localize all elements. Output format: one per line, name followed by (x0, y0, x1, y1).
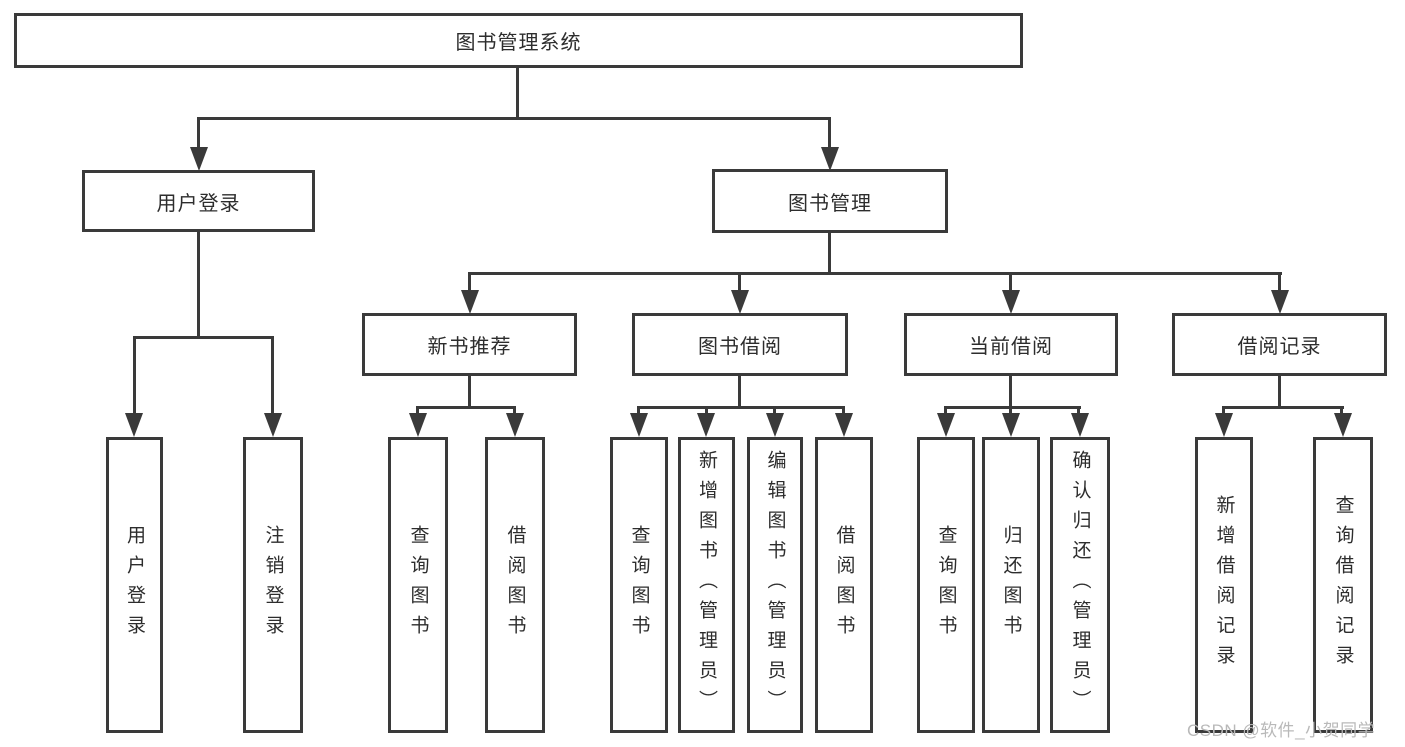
leaf-query-borrow-record: 查询借阅记录 (1313, 437, 1373, 733)
records-child2-arrowhead (1334, 413, 1352, 437)
leaf-edit-book-admin: 编辑图书（管理员） (747, 437, 803, 733)
current-child3-arrowhead (1071, 413, 1089, 437)
leaf-borrow-books-recommend: 借阅图书 (485, 437, 545, 733)
borrow-child2-line (705, 406, 708, 416)
management-child4-line (1278, 272, 1281, 292)
leaf-user-login: 用户登录 (106, 437, 163, 733)
management-child1-line (468, 272, 471, 292)
leaf-query-books-borrow: 查询图书 (610, 437, 668, 733)
root-drop-login-line (197, 117, 200, 150)
management-child1-arrowhead (461, 290, 479, 314)
root-drop-management-line (828, 117, 831, 150)
management-child4-arrowhead (1271, 290, 1289, 314)
borrow-child1-line (637, 406, 640, 416)
recommend-child1-line (416, 406, 419, 416)
watermark: CSDN @软件_小贺同学 (1187, 721, 1376, 740)
leaf-query-books-recommend: 查询图书 (388, 437, 448, 733)
login-branch (133, 336, 273, 339)
recommend-child2-arrowhead (506, 413, 524, 437)
node-root-system: 图书管理系统 (14, 13, 1023, 68)
management-branch (468, 272, 1282, 275)
recommend-child2-line (513, 406, 516, 416)
current-child1-arrowhead (937, 413, 955, 437)
current-child2-line (1009, 406, 1012, 416)
login-child2-line (271, 336, 274, 415)
records-stem (1278, 376, 1281, 409)
node-borrow-records: 借阅记录 (1172, 313, 1387, 376)
root-drop-login-arrowhead (190, 147, 208, 171)
records-branch (1222, 406, 1344, 409)
login-child1-arrowhead (125, 413, 143, 437)
recommend-child1-arrowhead (409, 413, 427, 437)
leaf-add-book-admin: 新增图书（管理员） (678, 437, 735, 733)
management-child3-arrowhead (1002, 290, 1020, 314)
leaf-query-books-current: 查询图书 (917, 437, 975, 733)
borrow-child4-line (842, 406, 845, 416)
current-stem (1009, 376, 1012, 409)
root-drop-management-arrowhead (821, 147, 839, 171)
leaf-add-borrow-record: 新增借阅记录 (1195, 437, 1253, 733)
recommend-stem (468, 376, 471, 409)
node-new-book-recommend: 新书推荐 (362, 313, 577, 376)
current-child2-arrowhead (1002, 413, 1020, 437)
records-child2-line (1340, 406, 1343, 416)
current-branch (944, 406, 1081, 409)
node-current-borrow: 当前借阅 (904, 313, 1118, 376)
records-child1-line (1222, 406, 1225, 416)
current-child1-line (944, 406, 947, 416)
borrow-child4-arrowhead (835, 413, 853, 437)
records-child1-arrowhead (1215, 413, 1233, 437)
management-child2-arrowhead (731, 290, 749, 314)
borrow-child3-line (773, 406, 776, 416)
borrow-child2-arrowhead (697, 413, 715, 437)
leaf-borrow-books: 借阅图书 (815, 437, 873, 733)
node-book-management: 图书管理 (712, 169, 948, 233)
leaf-return-book: 归还图书 (982, 437, 1040, 733)
borrow-child1-arrowhead (630, 413, 648, 437)
management-child2-line (738, 272, 741, 292)
root-stem (516, 68, 519, 120)
login-stem (197, 232, 200, 339)
management-child3-line (1009, 272, 1012, 292)
node-user-login: 用户登录 (82, 170, 315, 232)
borrow-branch (637, 406, 845, 409)
root-branch (197, 117, 830, 120)
borrow-stem (738, 376, 741, 409)
node-book-borrow: 图书借阅 (632, 313, 848, 376)
management-stem (828, 233, 831, 275)
current-child3-line (1077, 406, 1080, 416)
login-child2-arrowhead (264, 413, 282, 437)
borrow-child3-arrowhead (766, 413, 784, 437)
recommend-branch (416, 406, 516, 409)
leaf-confirm-return-admin: 确认归还（管理员） (1050, 437, 1110, 733)
leaf-logout: 注销登录 (243, 437, 303, 733)
login-child1-line (133, 336, 136, 415)
